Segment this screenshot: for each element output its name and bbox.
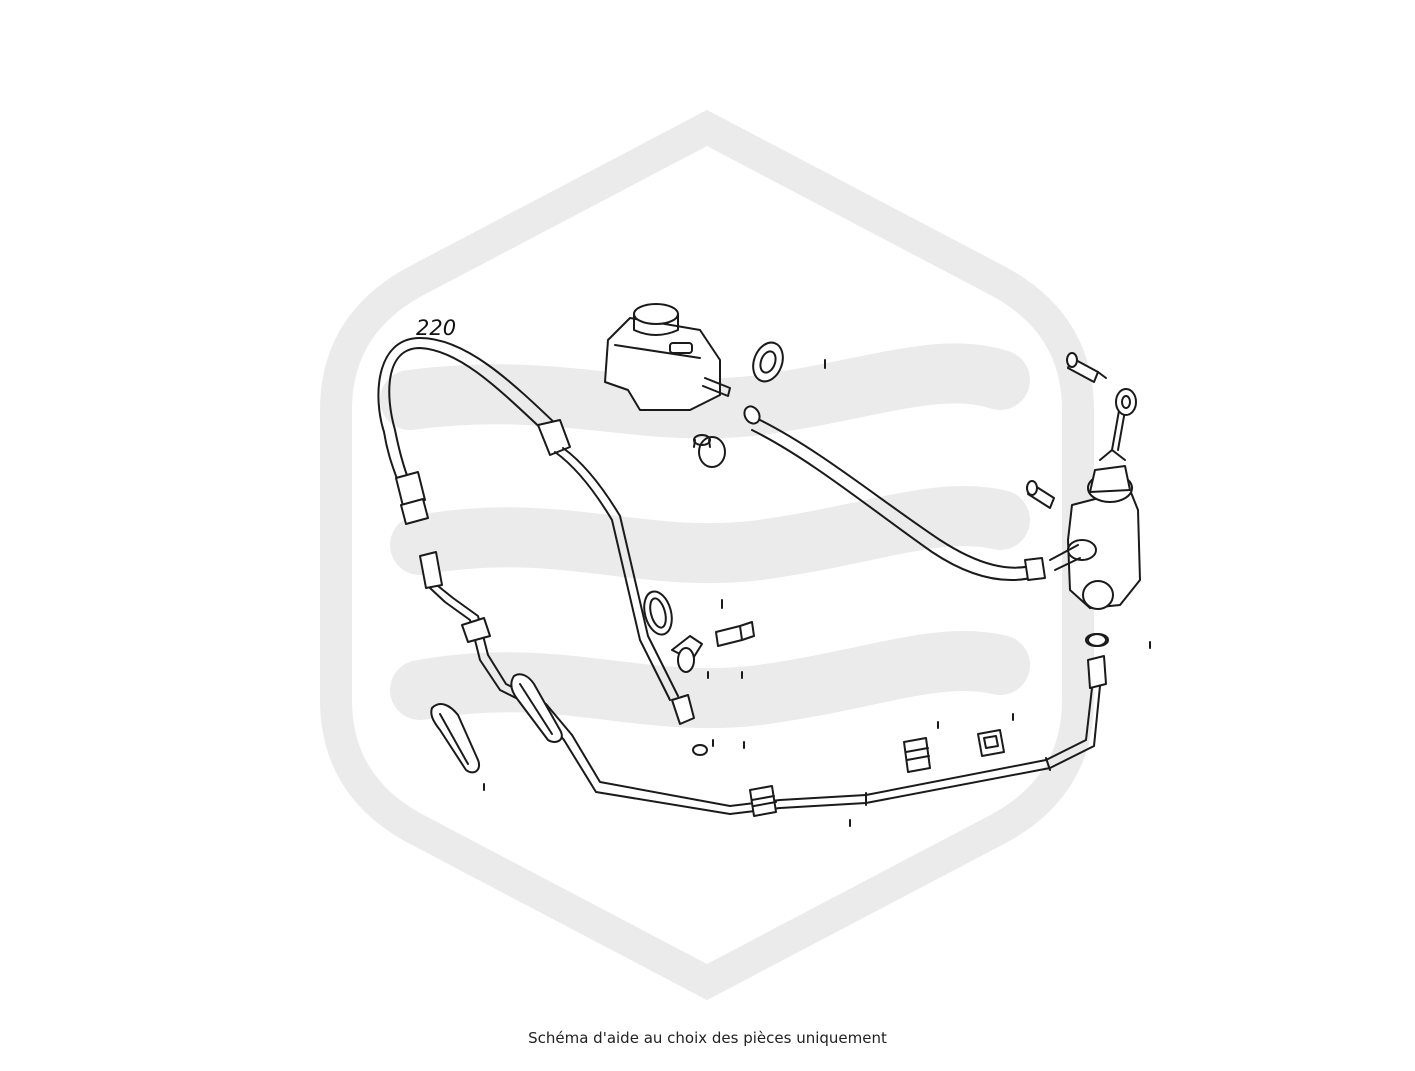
retaining-bolt[interactable] [715,621,755,647]
pipe-clip-upper[interactable] [461,617,491,643]
clutch-pipe-middle[interactable] [554,447,708,756]
part-number-label[interactable]: 220 [416,316,456,340]
clutch-hose-220[interactable] [377,337,571,525]
watermark-wave-middle [390,485,1030,584]
pin-bolt-lower[interactable] [1026,480,1055,509]
reservoir-feed-hose[interactable] [741,404,1046,582]
mounting-bracket[interactable] [671,635,703,673]
rubber-grommet-left[interactable] [430,703,480,774]
fluid-reservoir[interactable] [604,303,731,411]
grommet-ring[interactable] [748,338,788,385]
pin-bolt-upper[interactable] [1066,352,1107,383]
clutch-pipe-lower[interactable] [563,655,1107,815]
diagram-caption: Schéma d'aide au choix des pièces unique… [528,1029,887,1047]
clutch-master-cylinder[interactable] [1049,388,1141,647]
rubber-grommet-right[interactable] [510,673,563,743]
reservoir-plug[interactable] [693,434,726,468]
pipe-clip-center[interactable] [749,785,777,817]
seal-ring[interactable] [1085,633,1107,647]
leader-ticks [483,359,1151,827]
pipe-clip-far-right[interactable] [977,729,1005,757]
pipe-clip-right[interactable] [903,737,931,773]
